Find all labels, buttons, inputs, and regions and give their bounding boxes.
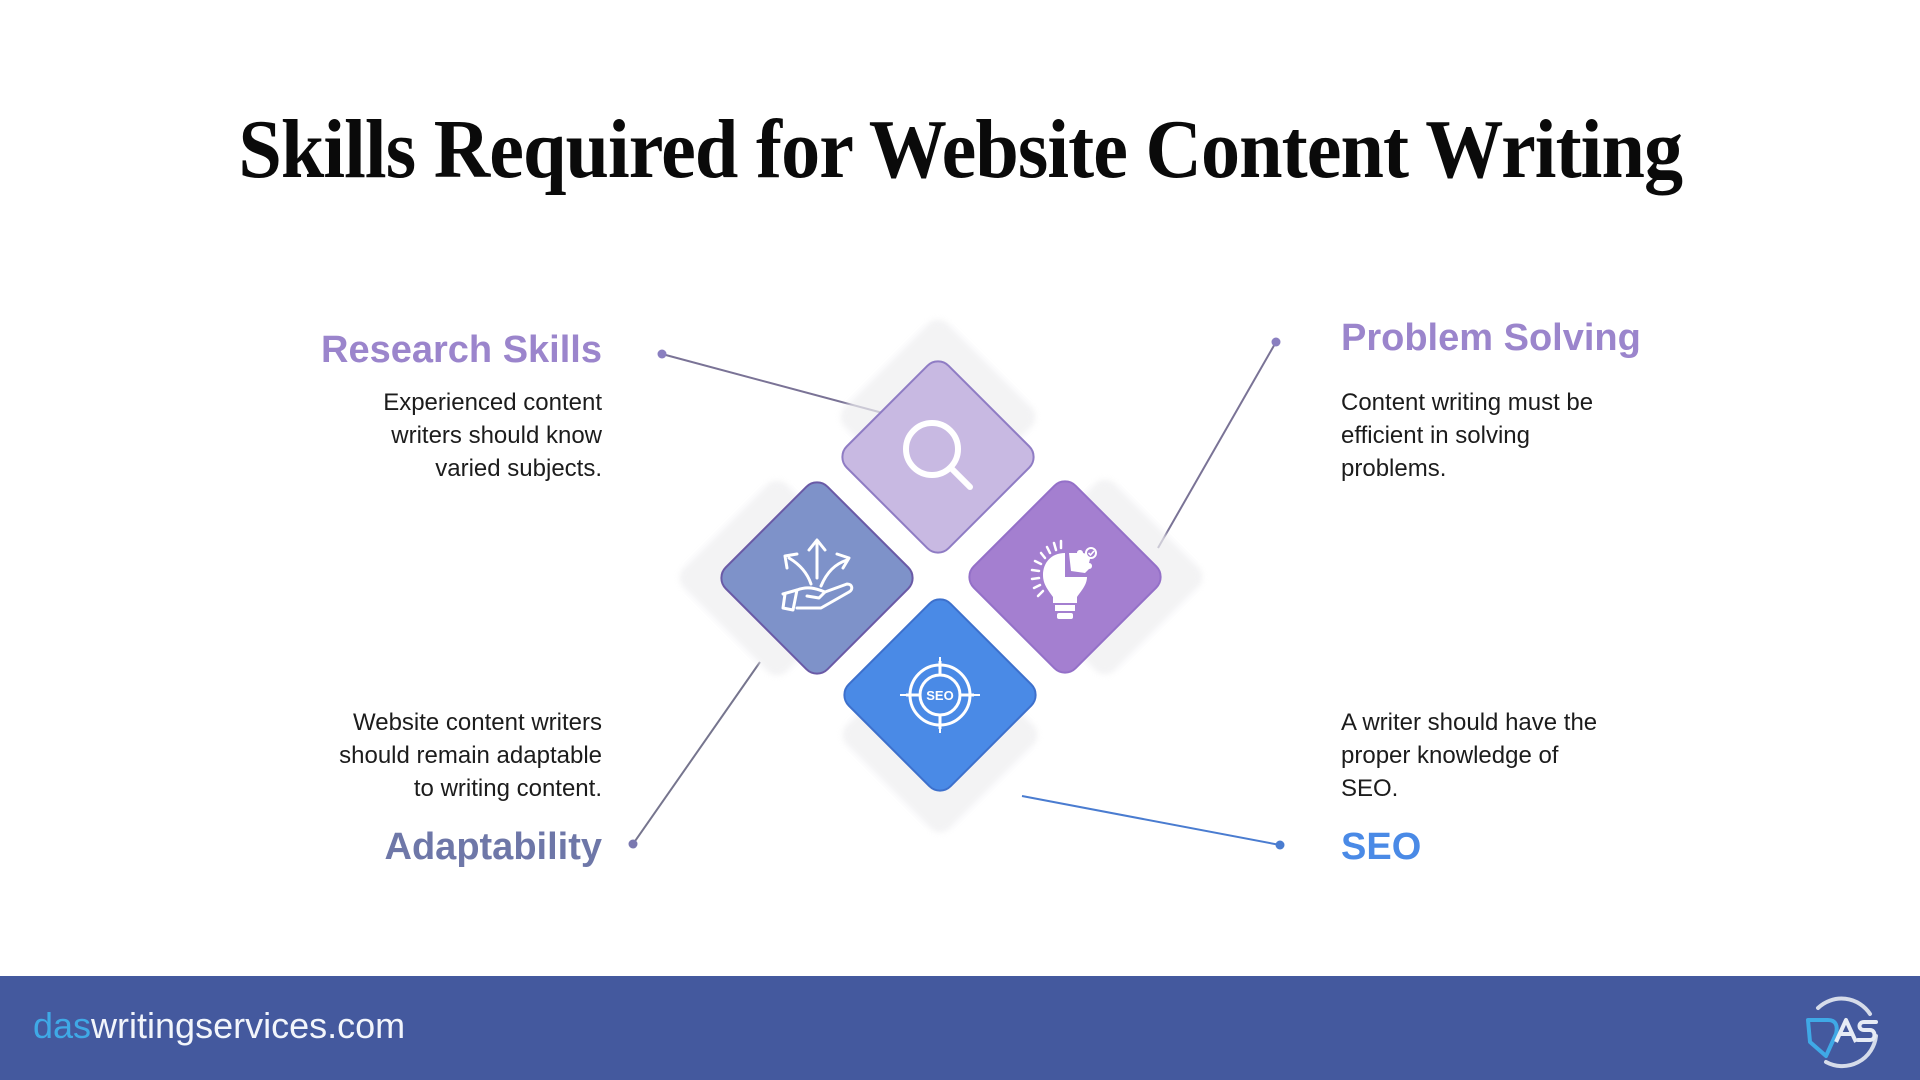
problem-solving-description: Content writing must be efficient in sol…	[1341, 389, 1594, 482]
problem-solving-heading: Problem Solving	[1341, 317, 1641, 359]
hand-arrows-icon	[781, 538, 854, 612]
page-title: Skills Required for Website Content Writ…	[0, 100, 1920, 200]
seo-diamond: SEO	[836, 591, 1044, 839]
footer-url-rest: writingservices.com	[91, 1005, 406, 1046]
das-logo-icon	[1806, 996, 1878, 1069]
seo-description: A writer should have the proper knowledg…	[1341, 709, 1598, 802]
seo-heading: SEO	[1341, 826, 1422, 868]
adaptability-description: Website content writers should remain ad…	[339, 709, 602, 802]
problem-solving-diamond	[961, 473, 1209, 681]
seo-icon-label: SEO	[926, 688, 953, 703]
footer-website-link[interactable]: daswritingservices.com	[33, 1004, 405, 1048]
connector-adapt	[628, 661, 761, 849]
footer-bar: daswritingservices.com	[0, 976, 1920, 1080]
magnifying-glass-icon	[903, 420, 973, 490]
research-skills-description: Experienced content writers should know …	[383, 389, 602, 482]
connector-problem	[1157, 337, 1281, 549]
connector-seo	[1021, 795, 1285, 850]
page-title-text: Skills Required for Website Content Writ…	[238, 103, 1683, 196]
research-diamond	[834, 313, 1042, 561]
lightbulb-puzzle-icon	[1030, 539, 1097, 619]
footer-url-accent: das	[33, 1005, 92, 1046]
adaptability-heading: Adaptability	[384, 826, 602, 868]
seo-target-icon: SEO	[900, 657, 980, 733]
research-skills-heading: Research Skills	[321, 329, 602, 371]
adaptability-diamond	[673, 474, 921, 682]
